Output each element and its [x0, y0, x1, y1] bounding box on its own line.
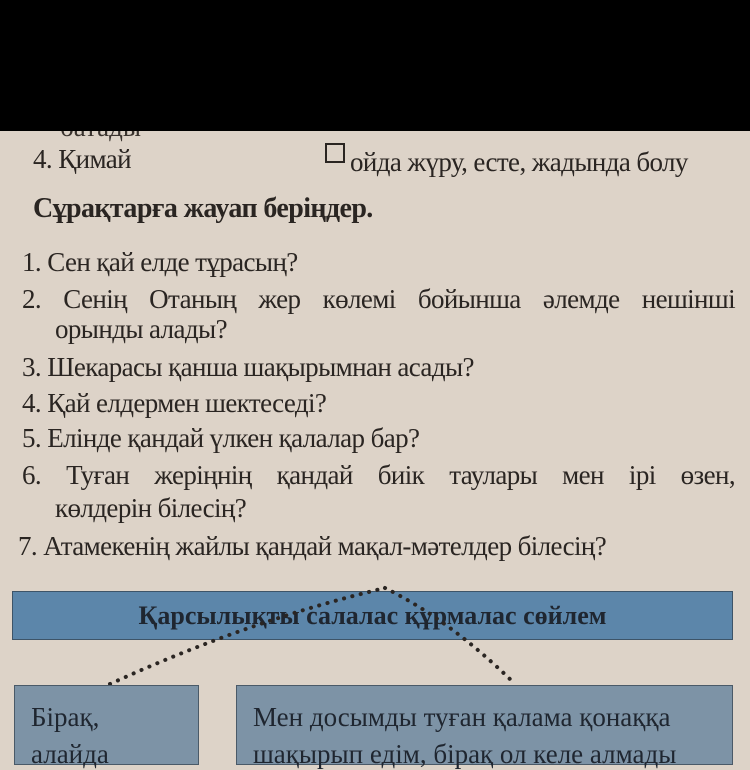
- question-2-cont: орынды алады?: [55, 314, 228, 344]
- matching-definition: ойда жүру, есте, жадында болу: [350, 147, 688, 177]
- question-7: 7. Атамекенің жайлы қандай мақал-мәтелде…: [18, 531, 607, 561]
- question-5: 5. Елінде қандай үлкен қалалар бар?: [22, 423, 420, 453]
- diagram-title: Қарсылықты салалас құрмалас сөйлем: [138, 600, 607, 630]
- question-6: 6. Туған жеріңнің қандай биік таулары ме…: [22, 460, 736, 490]
- example-box: Мен досымды туған қалама қонаққа шақырып…: [236, 685, 733, 769]
- question-6-cont: көлдерін білесің?: [55, 493, 247, 523]
- question-1: 1. Сен қай елде тұрасың?: [22, 247, 298, 277]
- answer-checkbox[interactable]: [325, 143, 345, 163]
- diagram-title-banner: Қарсылықты салалас құрмалас сөйлем: [12, 591, 733, 640]
- task-heading: Сұрақтарға жауап беріңдер.: [33, 193, 373, 224]
- dotted-connector: [108, 586, 517, 686]
- question-2: 2. Сенің Отаның жер көлемі бойынша әлемд…: [22, 284, 736, 314]
- conjunction-2: алайда: [31, 739, 109, 769]
- photo-black-band: [0, 0, 750, 131]
- question-3: 3. Шекарасы қанша шақырымнан асады?: [22, 352, 474, 382]
- matching-item-4: 4. Қимай: [33, 144, 132, 174]
- example-line-2: шақырып едім, бірақ ол келе алмады: [253, 739, 677, 769]
- conjunction-box: Бірақ, алайда: [14, 685, 199, 769]
- conjunction-1: Бірақ,: [31, 702, 100, 732]
- question-4: 4. Қай елдермен шектеседі?: [22, 388, 327, 418]
- example-line-1: Мен досымды туған қалама қонаққа: [253, 702, 671, 732]
